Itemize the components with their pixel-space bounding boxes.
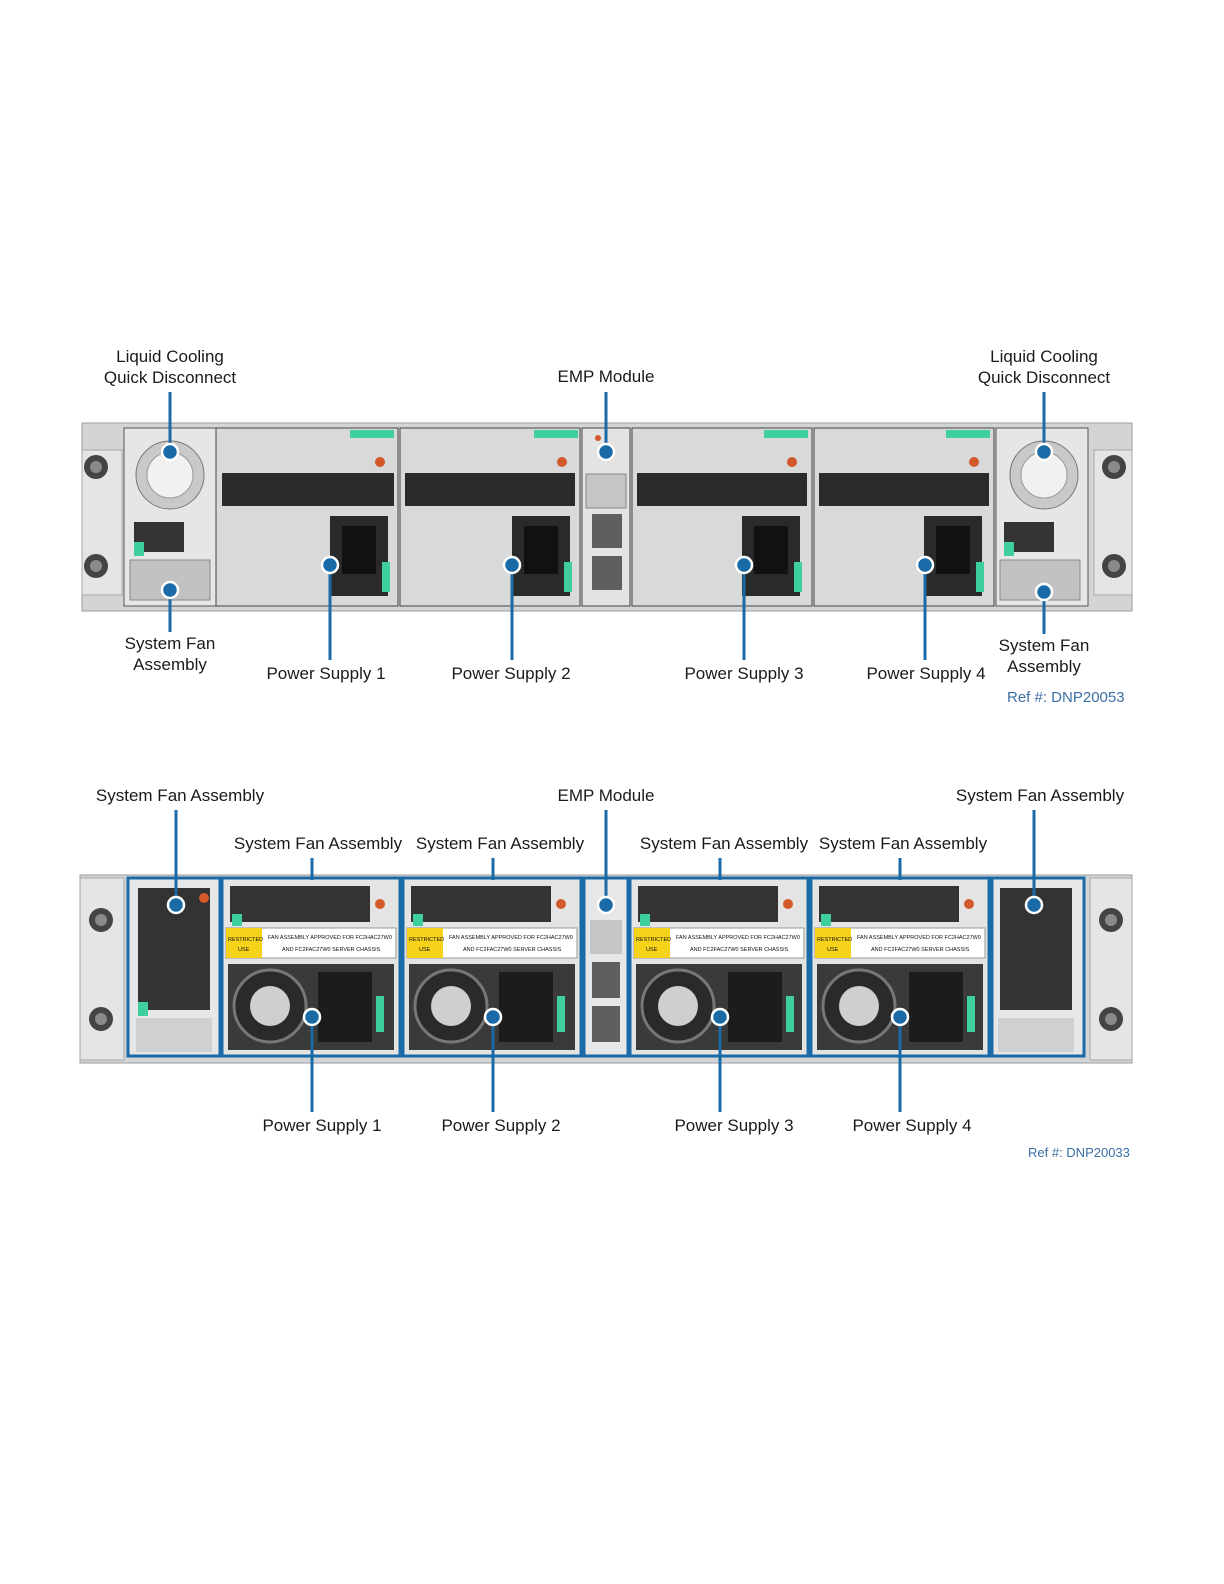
label-power-supply-4-fig2: Power Supply 4 — [852, 1116, 972, 1135]
psu-bay-4-fig1 — [813, 427, 995, 607]
sticker-tag-2a: RESTRICTED — [409, 937, 444, 943]
label-liquid-cooling-left: Liquid Cooling Quick Disconnect — [103, 347, 237, 387]
label-emp-module-2: EMP Module — [557, 786, 655, 805]
liquid-cooling-connector-left-icon — [135, 440, 205, 510]
sticker-text-2b: AND FC2FAC27W0 SERVER CHASSIS — [463, 947, 562, 953]
fan-latch-right-1 — [1004, 542, 1014, 556]
callout-lines-fig2 — [174, 810, 1036, 1112]
callout-dots-fig1 — [160, 442, 1054, 602]
psu-bay-1-fig1 — [215, 427, 399, 607]
ref-number-2: Ref #: DNP20033 — [1028, 1145, 1130, 1160]
label-fan-outer-left-fig2: System Fan Assembly — [95, 786, 265, 805]
ear-screw-1c — [1102, 455, 1126, 479]
rack-ear-right-2 — [1089, 877, 1133, 1061]
ear-screw-2d — [1099, 1007, 1123, 1031]
label-fan-left-1: System Fan Assembly — [124, 634, 216, 674]
label-liquid-cooling-right: Liquid Cooling Quick Disconnect — [977, 347, 1111, 387]
sticker-text-3a: FAN ASSEMBLY APPROVED FOR FC2HAC27W0 — [676, 935, 800, 941]
label-power-supply-3-fig1: Power Supply 3 — [684, 664, 804, 683]
label-power-supply-1-fig2: Power Supply 1 — [262, 1116, 382, 1135]
label-fan-ps1-fig2: System Fan Assembly — [233, 834, 403, 853]
sticker-tag-3a: RESTRICTED — [636, 937, 671, 943]
ear-screw-1a — [84, 455, 108, 479]
sticker-text-4b: AND FC2FAC27W0 SERVER CHASSIS — [871, 947, 970, 953]
ear-screw-2b — [89, 1007, 113, 1031]
ear-screw-2a — [89, 908, 113, 932]
liquid-cooling-connector-right-icon — [1009, 440, 1079, 510]
psu-bay-3-fig1 — [631, 427, 813, 607]
sticker-tag-3b: USE — [646, 947, 658, 953]
label-fan-ps2-fig2: System Fan Assembly — [415, 834, 585, 853]
sticker-tag-1a: RESTRICTED — [228, 937, 263, 943]
label-power-supply-2-fig1: Power Supply 2 — [451, 664, 571, 683]
sticker-tag-2b: USE — [419, 947, 431, 953]
fan-latch-left-1 — [134, 542, 144, 556]
label-power-supply-3-fig2: Power Supply 3 — [674, 1116, 794, 1135]
callout-dots-fig2 — [166, 895, 1044, 1027]
ear-screw-2c — [1099, 908, 1123, 932]
label-fan-right-1: System Fan Assembly — [998, 636, 1090, 676]
sticker-text-3b: AND FC2FAC27W0 SERVER CHASSIS — [690, 947, 789, 953]
psu-bay-4-fig2 — [809, 876, 991, 1058]
label-fan-outer-right-fig2: System Fan Assembly — [955, 786, 1125, 805]
label-fan-ps4-fig2: System Fan Assembly — [818, 834, 988, 853]
sticker-tag-4b: USE — [827, 947, 839, 953]
label-power-supply-1-fig1: Power Supply 1 — [266, 664, 386, 683]
sticker-text-1b: AND FC2FAC27W0 SERVER CHASSIS — [282, 947, 381, 953]
psu-bay-2-fig1 — [399, 427, 581, 607]
label-power-supply-2-fig2: Power Supply 2 — [441, 1116, 561, 1135]
label-fan-ps3-fig2: System Fan Assembly — [639, 834, 809, 853]
callout-lines-fig1 — [168, 392, 1046, 660]
sticker-text-2a: FAN ASSEMBLY APPROVED FOR FC2HAC27W0 — [449, 935, 573, 941]
sticker-text-1a: FAN ASSEMBLY APPROVED FOR FC2HAC27W0 — [268, 935, 392, 941]
ref-number-1: Ref #: DNP20053 — [1007, 689, 1125, 706]
sticker-tag-1b: USE — [238, 947, 250, 953]
rack-ear-left-2 — [79, 877, 125, 1061]
label-power-supply-4-fig1: Power Supply 4 — [866, 664, 986, 683]
sticker-tag-4a: RESTRICTED — [817, 937, 852, 943]
ear-screw-1b — [84, 554, 108, 578]
ear-screw-1d — [1102, 554, 1126, 578]
sticker-text-4a: FAN ASSEMBLY APPROVED FOR FC2HAC27W0 — [857, 935, 981, 941]
label-emp-module-1: EMP Module — [557, 367, 655, 386]
